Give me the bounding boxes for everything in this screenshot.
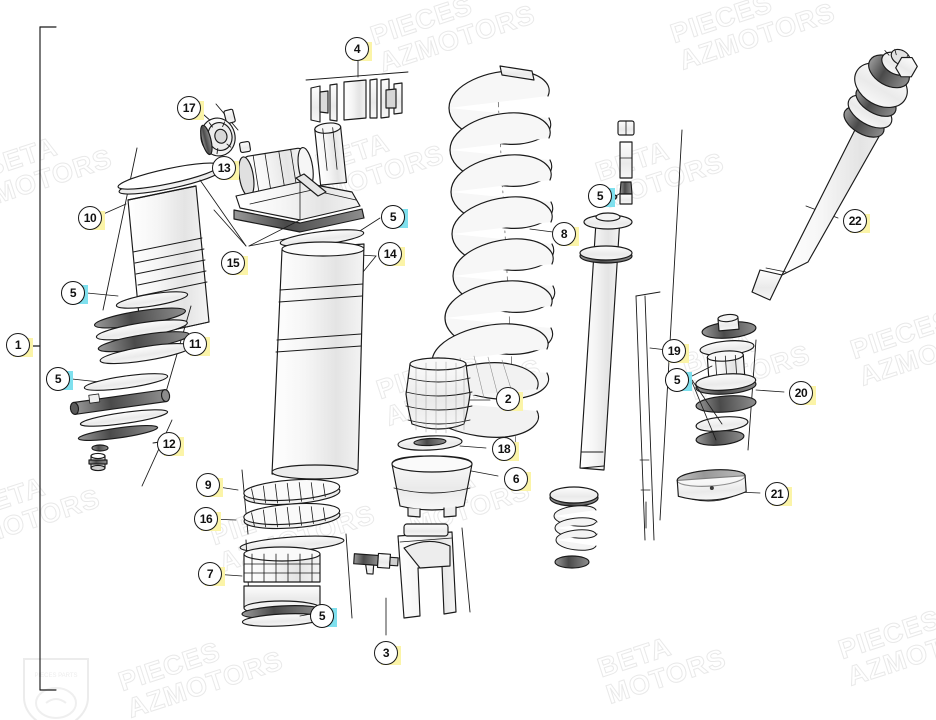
callout-number: 13	[212, 156, 236, 180]
callout-number: 9	[196, 473, 220, 497]
part-12-seal-head-kit-lower	[69, 373, 173, 487]
callout-number: 2	[496, 387, 520, 411]
callout-badge-16[interactable]: 16	[194, 507, 221, 533]
callout-badge-8[interactable]: 8	[552, 222, 579, 248]
callout-badge-5[interactable]: 5	[588, 184, 615, 210]
callout-badge-17[interactable]: 17	[177, 96, 204, 122]
callout-number: 17	[177, 96, 201, 120]
callout-badge-11[interactable]: 11	[183, 332, 210, 358]
callout-number: 1	[6, 333, 30, 357]
callout-badge-20[interactable]: 20	[789, 381, 816, 407]
callout-badge-5[interactable]: 5	[665, 368, 692, 394]
callout-number: 5	[310, 604, 334, 628]
part-5-o-ring-upper-left	[86, 291, 189, 309]
callout-number: 4	[345, 37, 369, 61]
callout-number: 6	[504, 467, 528, 491]
callout-badge-21[interactable]: 21	[765, 482, 792, 508]
callout-number: 5	[665, 368, 689, 392]
callout-number: 5	[381, 205, 405, 229]
callout-number: 20	[789, 381, 813, 405]
part-1-assembly-bracket	[30, 26, 57, 691]
part-17-adjuster-knob	[195, 103, 239, 157]
callout-number: 7	[198, 562, 222, 586]
part-19-damper-shaft	[579, 120, 685, 541]
callout-badge-7[interactable]: 7	[198, 562, 225, 588]
right-group-divider	[659, 129, 683, 521]
callout-badge-6[interactable]: 6	[504, 467, 531, 493]
callout-badge-5[interactable]: 5	[46, 367, 73, 393]
part-21-reservoir-end-cap	[676, 469, 761, 502]
callout-badge-5[interactable]: 5	[61, 281, 88, 307]
part-3-lower-clevis	[345, 523, 471, 636]
callout-number: 22	[843, 209, 867, 233]
part-20-bladder-piston-kit	[695, 313, 785, 451]
callout-badge-2[interactable]: 2	[496, 387, 523, 413]
callout-number: 5	[46, 367, 70, 391]
callout-badge-3[interactable]: 3	[374, 641, 401, 667]
callout-number: 3	[374, 641, 398, 665]
callout-number: 12	[157, 432, 181, 456]
callout-number: 21	[765, 482, 789, 506]
callout-number: 10	[78, 206, 102, 230]
part-5-o-ring-lower-left	[71, 378, 101, 383]
part-13-reservoir-body	[233, 122, 365, 233]
part-22-damper-rod-head	[751, 48, 918, 301]
part-7-piston-valve	[213, 539, 323, 627]
part-4-seal-bushing-kit	[305, 51, 409, 123]
part-lower-centre-spring	[549, 486, 599, 569]
callout-badge-12[interactable]: 12	[157, 432, 184, 458]
part-9-adjuster-rings	[211, 469, 341, 535]
callout-badge-15[interactable]: 15	[221, 251, 248, 277]
callout-number: 5	[61, 281, 85, 305]
part-14-reservoir-cylinder	[271, 241, 377, 480]
callout-badge-22[interactable]: 22	[843, 209, 870, 235]
callout-number: 11	[183, 332, 207, 356]
part-5-o-rings-reservoir-kit	[691, 365, 723, 441]
callout-number: 8	[552, 222, 576, 246]
callout-number: 15	[221, 251, 245, 275]
callout-number: 16	[194, 507, 218, 531]
callout-badge-18[interactable]: 18	[492, 437, 519, 463]
callout-badge-14[interactable]: 14	[378, 242, 405, 268]
callout-badge-5[interactable]: 5	[310, 604, 337, 630]
callout-badge-13[interactable]: 13	[212, 156, 239, 182]
callout-badge-1[interactable]: 1	[6, 333, 33, 359]
callout-badge-5[interactable]: 5	[381, 205, 408, 231]
callout-badge-4[interactable]: 4	[345, 37, 372, 63]
part-2-bump-stop	[405, 357, 491, 434]
callout-number: 14	[378, 242, 402, 266]
part-18-spring-seat-washer	[397, 435, 487, 451]
callout-number: 18	[492, 437, 516, 461]
callout-badge-19[interactable]: 19	[662, 339, 689, 365]
callout-badge-9[interactable]: 9	[196, 473, 223, 499]
callout-badge-10[interactable]: 10	[78, 206, 105, 232]
callout-number: 5	[588, 184, 612, 208]
callout-number: 19	[662, 339, 686, 363]
part-11-seal-head-kit-upper	[93, 305, 193, 393]
part-6-spring-seat-cup	[391, 455, 499, 518]
